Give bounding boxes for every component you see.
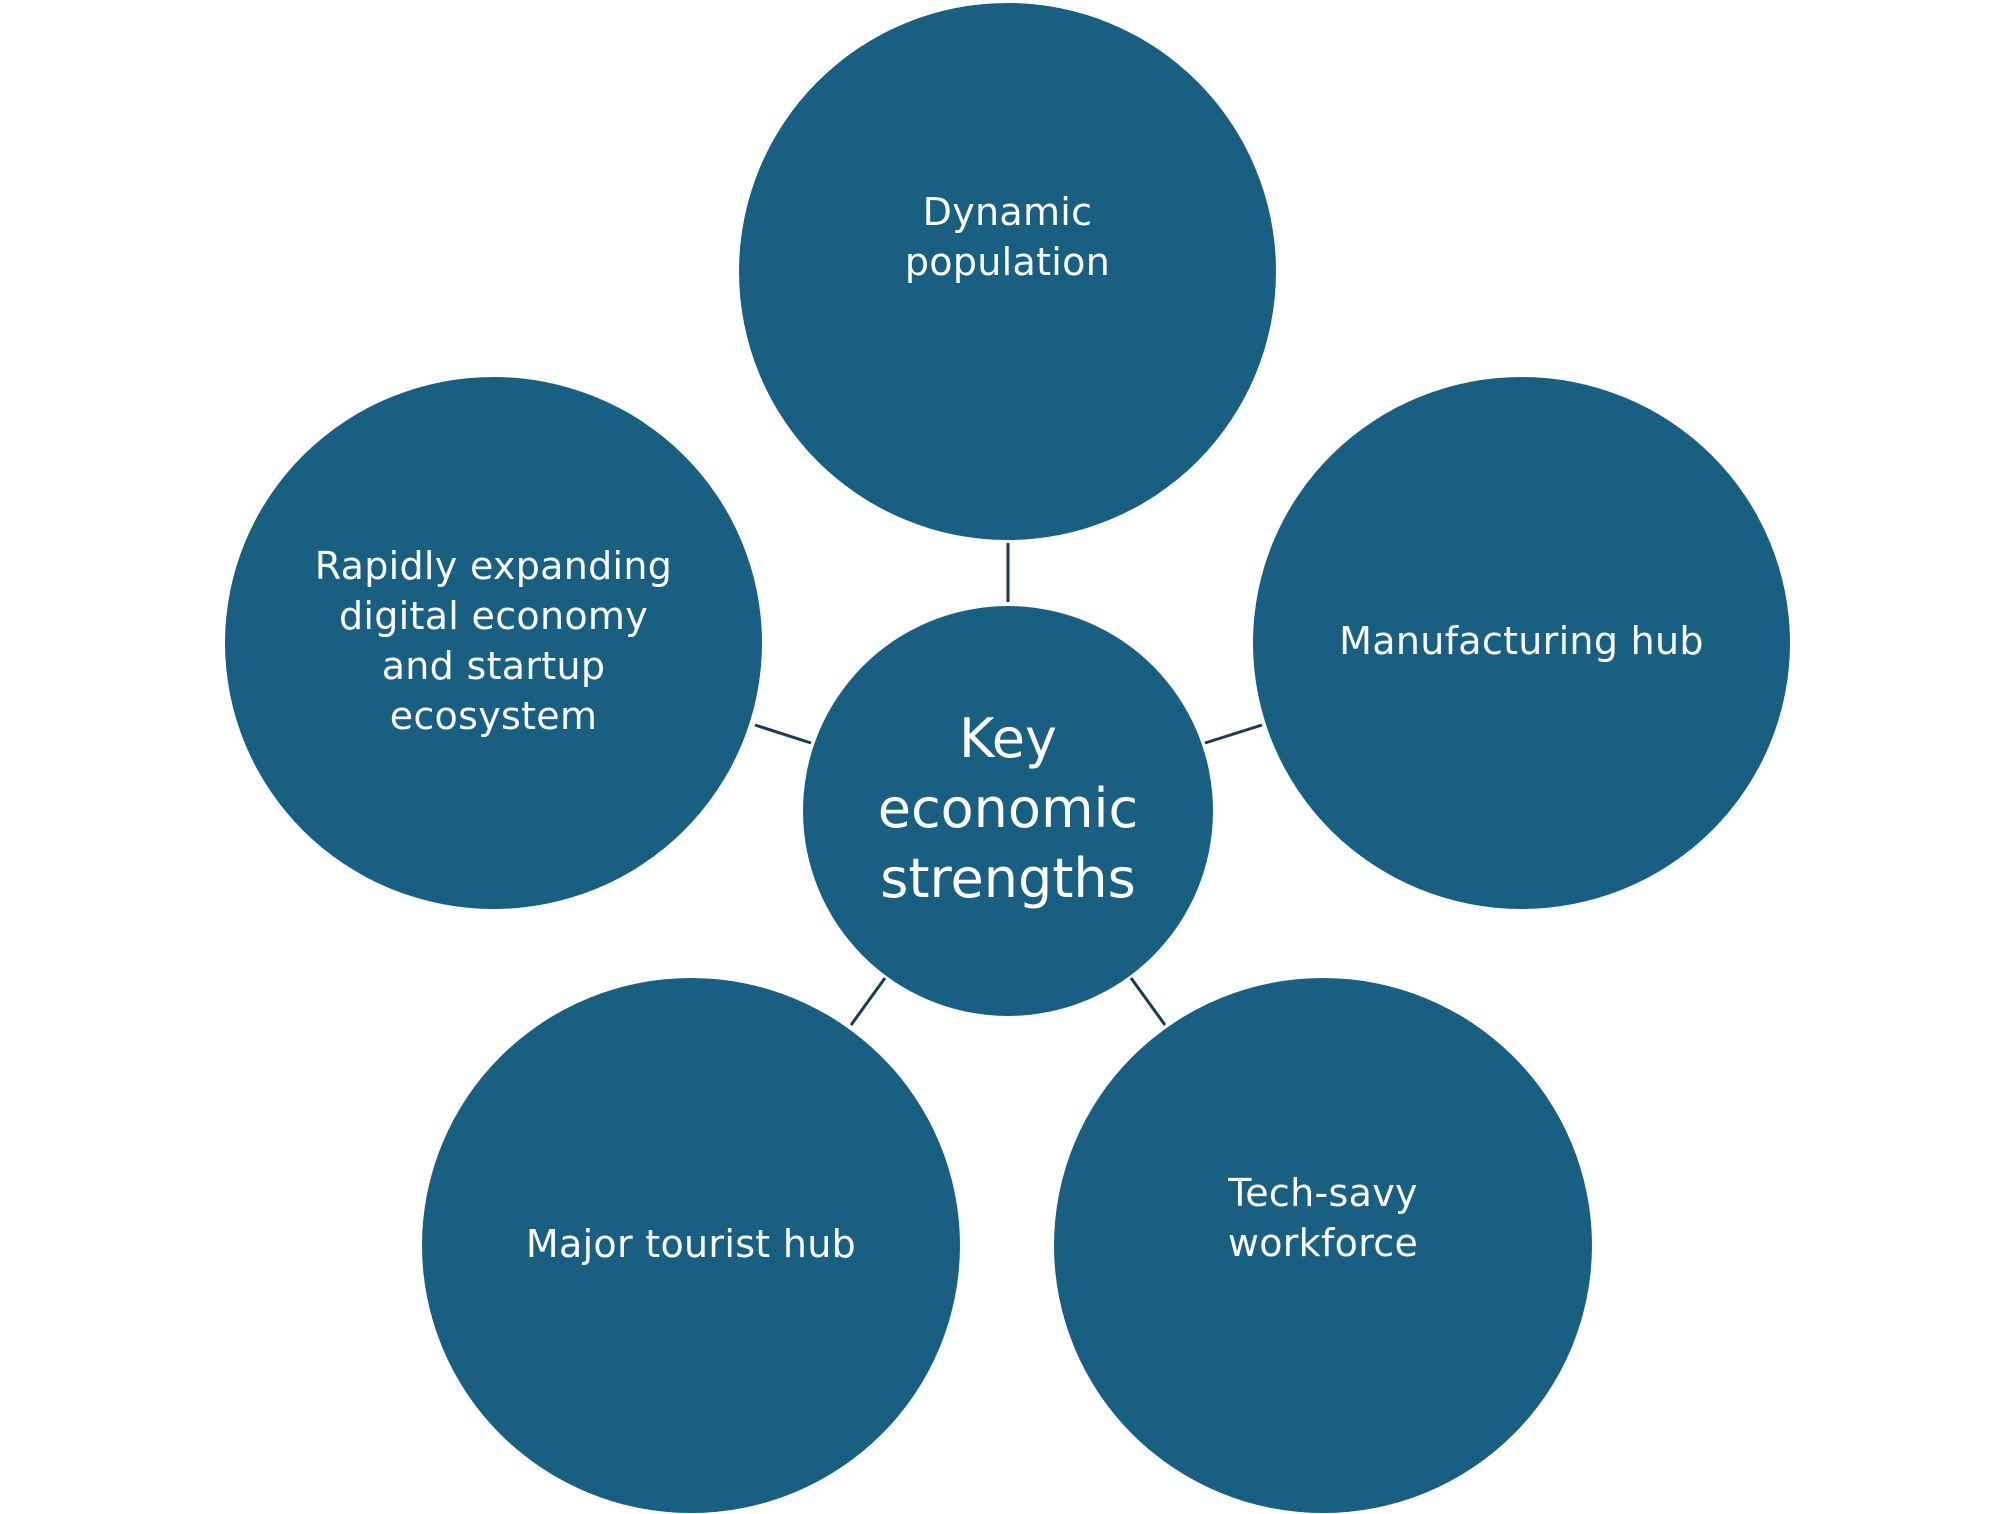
- center-label: Key economic strengths: [877, 707, 1139, 910]
- connector-lowright: [1129, 977, 1167, 1026]
- node-dynamic-population: Dynamic population: [739, 3, 1276, 540]
- connector-lowleft: [849, 977, 887, 1026]
- node-tech-savy-workforce: Tech-savy workforce: [1054, 978, 1592, 1513]
- node-label: Tech-savy workforce: [1227, 1170, 1419, 1265]
- node-label: Dynamic population: [904, 189, 1111, 284]
- center-node: Key economic strengths: [803, 606, 1213, 1016]
- node-major-tourist-hub: Major tourist hub: [422, 978, 960, 1513]
- connector-left: [754, 723, 812, 745]
- node-manufacturing-hub: Manufacturing hub: [1253, 377, 1790, 909]
- node-label: Major tourist hub: [525, 1221, 857, 1266]
- node-label: Rapidly expanding digital economy and st…: [314, 544, 673, 738]
- connector-right: [1204, 723, 1263, 745]
- node-digital-economy: Rapidly expanding digital economy and st…: [225, 377, 762, 909]
- node-label: Manufacturing hub: [1339, 619, 1704, 663]
